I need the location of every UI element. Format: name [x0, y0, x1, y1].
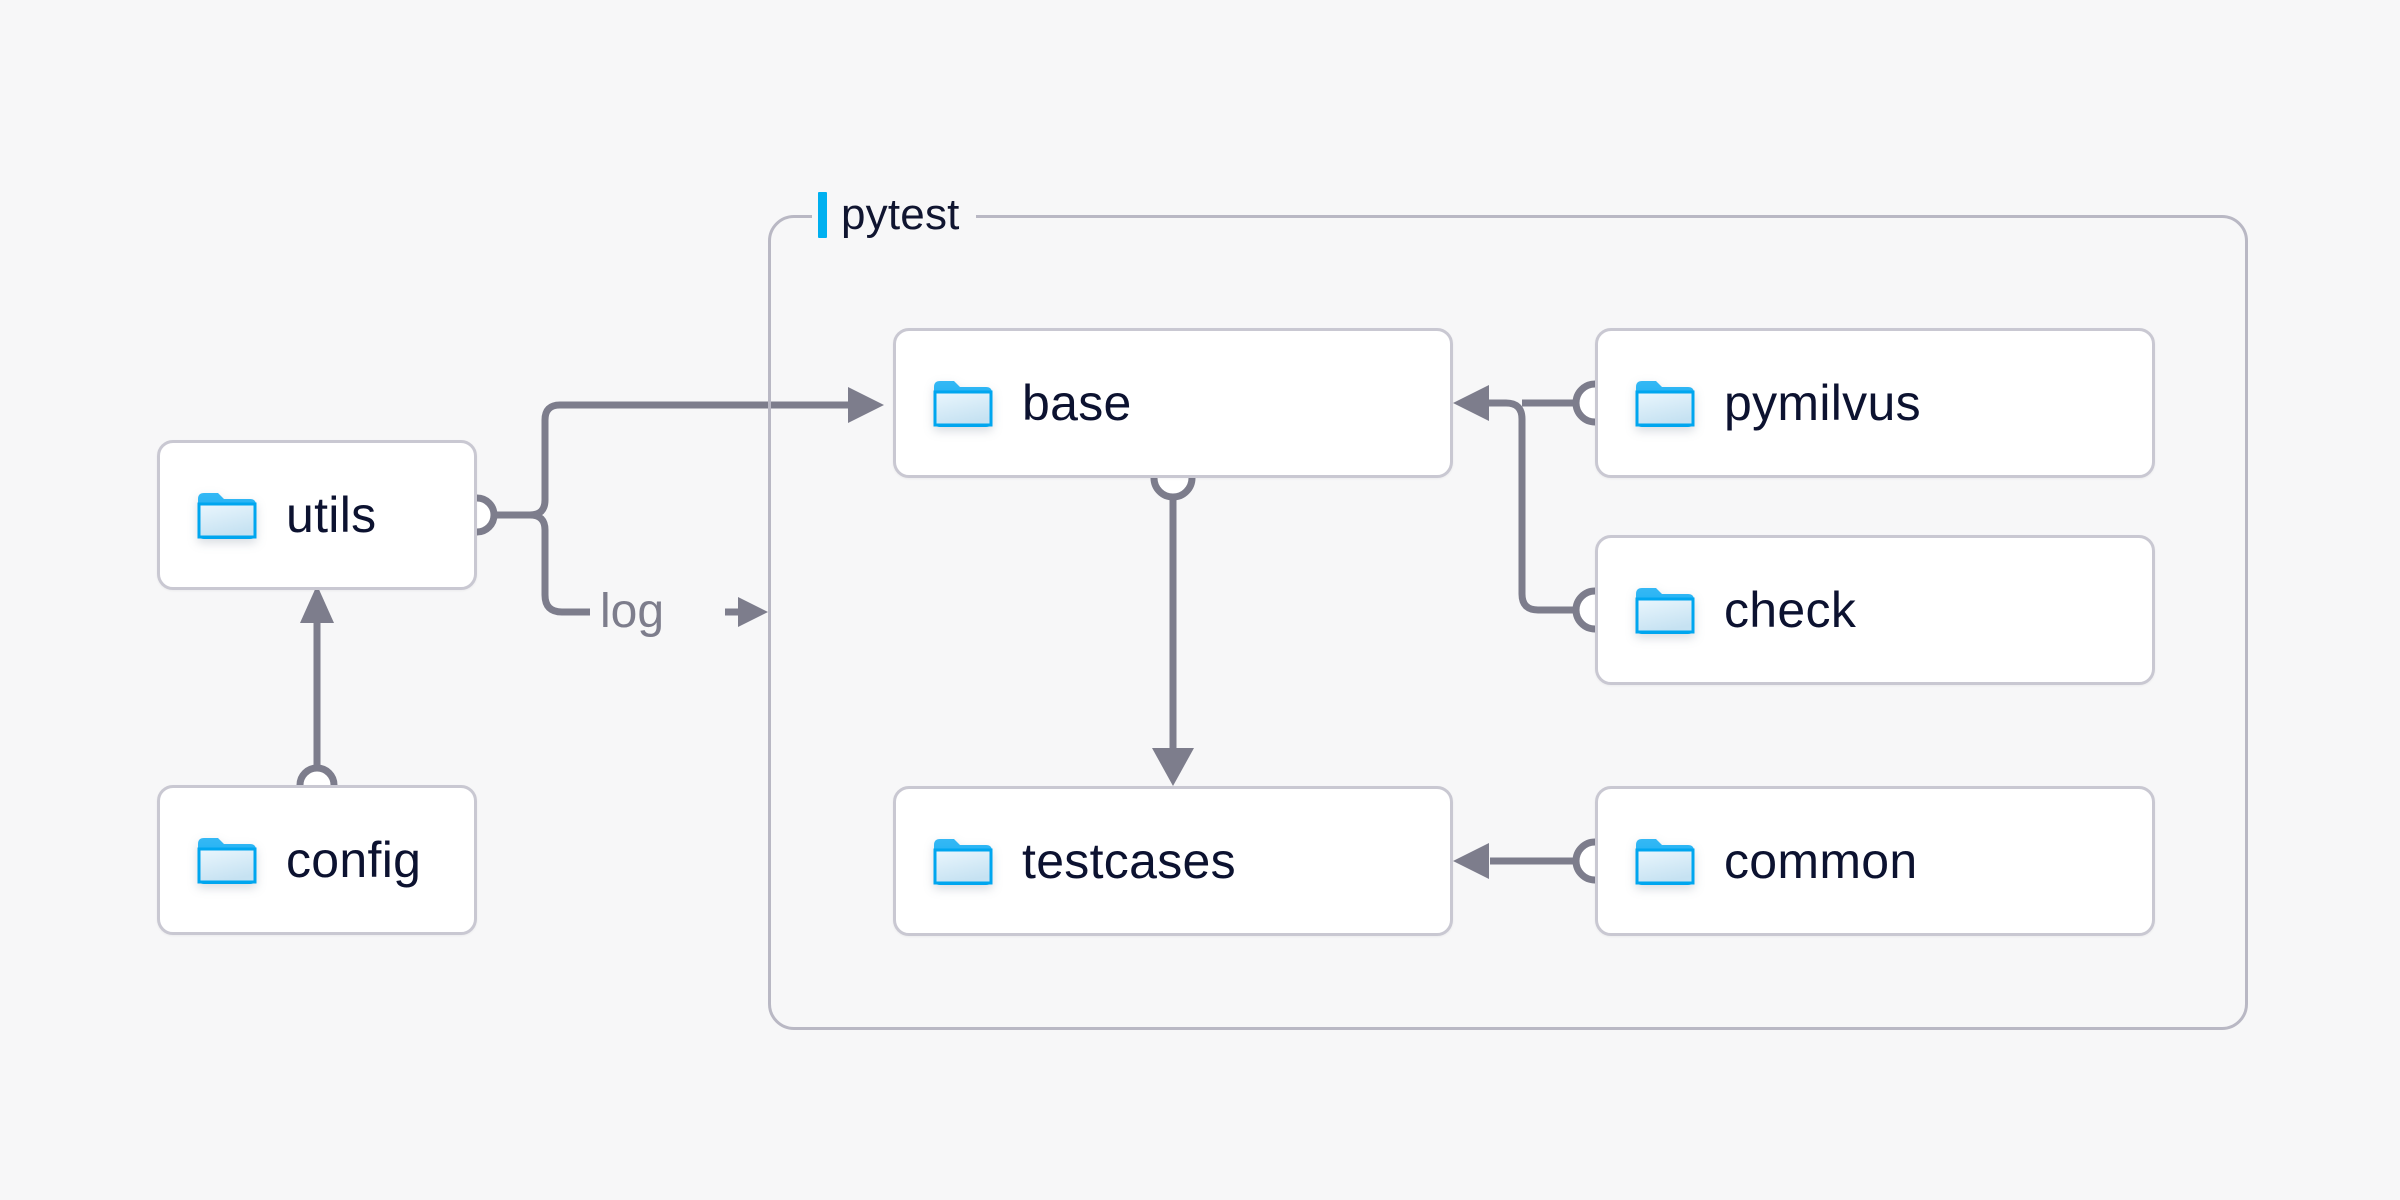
- node-pymilvus[interactable]: pymilvus: [1595, 328, 2155, 478]
- node-label: common: [1724, 833, 1918, 889]
- log-arrow-icon: [725, 597, 768, 627]
- edge-utils-to-log: [495, 511, 590, 616]
- pytest-group-label: pytest: [812, 187, 976, 243]
- folder-icon: [1634, 835, 1696, 887]
- folder-icon: [932, 377, 994, 429]
- folder-icon: [196, 834, 258, 886]
- node-check[interactable]: check: [1595, 535, 2155, 685]
- edge-config-to-utils: [296, 585, 338, 806]
- edge-label-log: log: [600, 588, 664, 636]
- node-label: testcases: [1022, 833, 1236, 889]
- node-label: utils: [286, 487, 377, 543]
- node-label: base: [1022, 375, 1132, 431]
- node-config[interactable]: config: [157, 785, 477, 935]
- node-testcases[interactable]: testcases: [893, 786, 1453, 936]
- node-label: pymilvus: [1724, 375, 1921, 431]
- folder-icon: [1634, 584, 1696, 636]
- folder-icon: [196, 489, 258, 541]
- node-base[interactable]: base: [893, 328, 1453, 478]
- edge-label-log-text: log: [600, 585, 665, 638]
- group-accent-bar: [818, 192, 827, 238]
- node-common[interactable]: common: [1595, 786, 2155, 936]
- group-label-text: pytest: [841, 190, 960, 239]
- node-label: config: [286, 832, 422, 888]
- node-label: check: [1724, 582, 1857, 638]
- folder-icon: [1634, 377, 1696, 429]
- pytest-group-container[interactable]: [768, 215, 2248, 1030]
- folder-icon: [932, 835, 994, 887]
- node-utils[interactable]: utils: [157, 440, 477, 590]
